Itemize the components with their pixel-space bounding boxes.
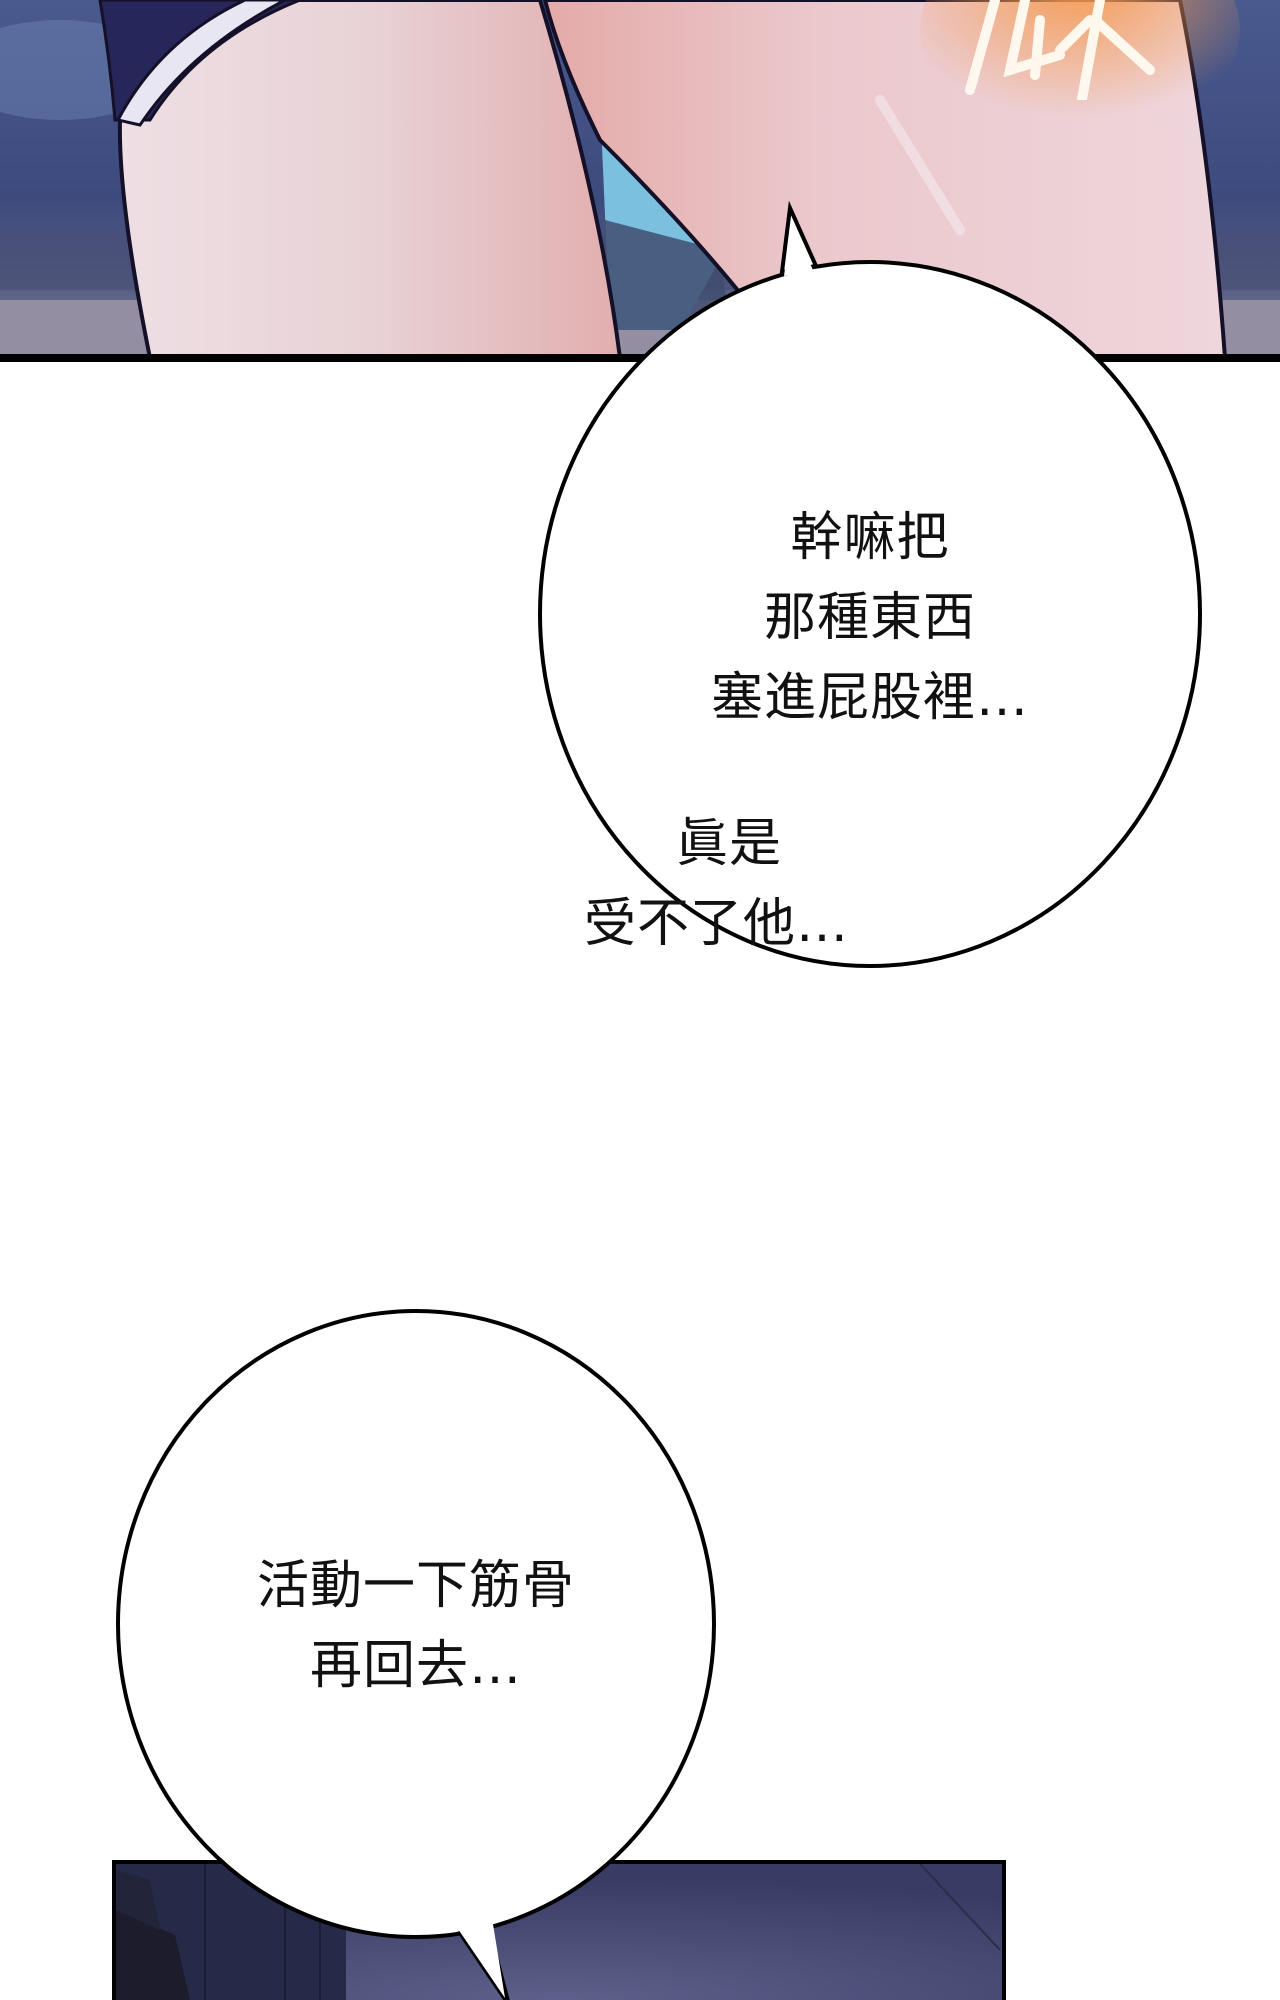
thought-line-2: 受不了他… <box>584 894 850 954</box>
bubble-1-line-3: 塞進屁股裡… <box>710 668 1029 728</box>
sfx-glyph-icon <box>965 0 1155 115</box>
bubble-1-line-2: 那種東西 <box>763 588 976 648</box>
speech-bubble-2-text: 活動一下筋骨 再回去… <box>176 1546 656 1706</box>
speech-bubble-2-shape <box>116 1309 716 2000</box>
bubble-2-line-1: 活動一下筋骨 <box>256 1556 575 1616</box>
bubble-2-line-2: 再回去… <box>309 1636 522 1696</box>
overflow-thought-text: 眞是 受不了他… <box>584 804 849 964</box>
thought-line-1: 眞是 <box>676 814 783 874</box>
speech-bubble-1-text: 幹嘛把 那種東西 塞進屁股裡… <box>680 498 1060 738</box>
speech-bubble-1-shape <box>538 200 1202 968</box>
sound-effect: 咻 <box>960 0 1160 115</box>
bubble-1-line-1: 幹嘛把 <box>790 508 950 568</box>
panel-border-top <box>0 354 1280 362</box>
